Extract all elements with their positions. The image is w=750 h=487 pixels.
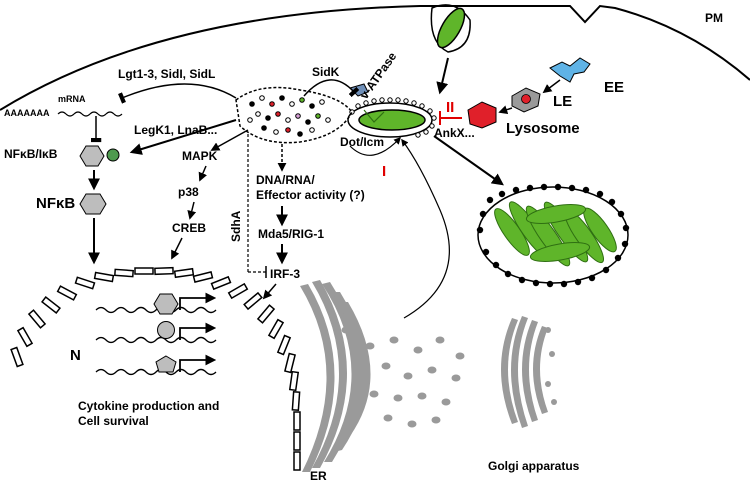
effector-molecules [247,95,331,137]
early-endosome-shape [549,57,591,83]
mrna-strand [57,111,123,117]
lgt-inhibition-arc [118,83,237,104]
lysosome-shape [467,101,497,129]
le-to-lysosome-arrow [498,105,513,114]
nfkb-ikb-label: NFκB/IκB [4,147,58,161]
creb-label: CREB [172,221,206,235]
er-label: ER [310,469,327,483]
pm-label: PM [705,11,723,25]
legk1-label: LegK1, LnaB... [134,123,217,137]
sidk-label: SidK [312,65,340,79]
nuclear-envelope [10,266,301,471]
effector-cloud [235,86,353,144]
transport-vesicles [341,326,465,428]
mapk-to-p38-arrow [198,165,207,182]
roman-two-label: II [446,99,454,116]
nfkb-label: NFκB [36,195,75,212]
mda5-label: Mda5/RIG-1 [258,227,324,241]
er-cisternae [300,280,371,472]
p38-to-creb-arrow [187,201,197,220]
ee-label: EE [604,79,624,96]
mapk-label: MAPK [182,149,218,163]
effector-secretion-arc [349,136,401,156]
plasma-membrane [0,4,750,111]
irf3-to-nucleus-arrow [262,283,277,300]
irf3-on-dna [155,355,177,373]
replicative-vacuole [476,183,630,288]
roman-one-label: I [382,163,386,180]
late-endosome-shape [511,87,541,113]
entry-arrow [436,57,449,95]
golgi-label: Golgi apparatus [488,459,580,473]
dna-strands [95,306,217,376]
polya-label: AAAAAAA [4,108,50,118]
legk1-arrow [129,119,237,155]
nucleus-label: N [70,347,81,364]
cytokine-label-2: Cell survival [78,414,149,428]
nfkb-on-dna [153,293,179,315]
le-label: LE [553,93,572,110]
sidk-arc [303,79,360,98]
lcv-vacuole [347,97,437,138]
replication-arrow [433,135,504,186]
v-atpase-label: v-ATPase [357,49,400,101]
creb-to-nucleus-arrow [171,237,183,260]
effector-to-mapk-arrow [210,129,249,151]
er-to-lcv-arc [401,138,450,319]
dot-icm-label: Dot/Icm [340,135,384,149]
entering-bacterium [430,4,471,53]
nfkb-hexagon [79,193,107,215]
sdha-label: SdhA [229,210,243,242]
lysosome-label: Lysosome [506,120,580,137]
nfkb-ikb-hexagon [79,145,105,167]
dna-effector-label-2: Effector activity (?) [256,188,365,202]
cytokine-label-1: Cytokine production and [78,399,219,413]
creb-on-dna [157,321,175,339]
golgi-stacks [501,316,548,428]
ee-to-le-arrow [542,79,561,94]
golgi-vesicles [545,327,557,405]
ikb-circle [106,148,120,162]
transcription-arrows [179,292,217,372]
mrna-label: mRNA [58,94,86,104]
lgt-label: Lgt1-3, SidI, SidL [118,67,215,81]
p38-label: p38 [178,185,199,199]
ankx-label: AnkX... [434,126,475,140]
irf3-label: IRF-3 [270,267,300,281]
dna-effector-label-1: DNA/RNA/ [256,173,315,187]
